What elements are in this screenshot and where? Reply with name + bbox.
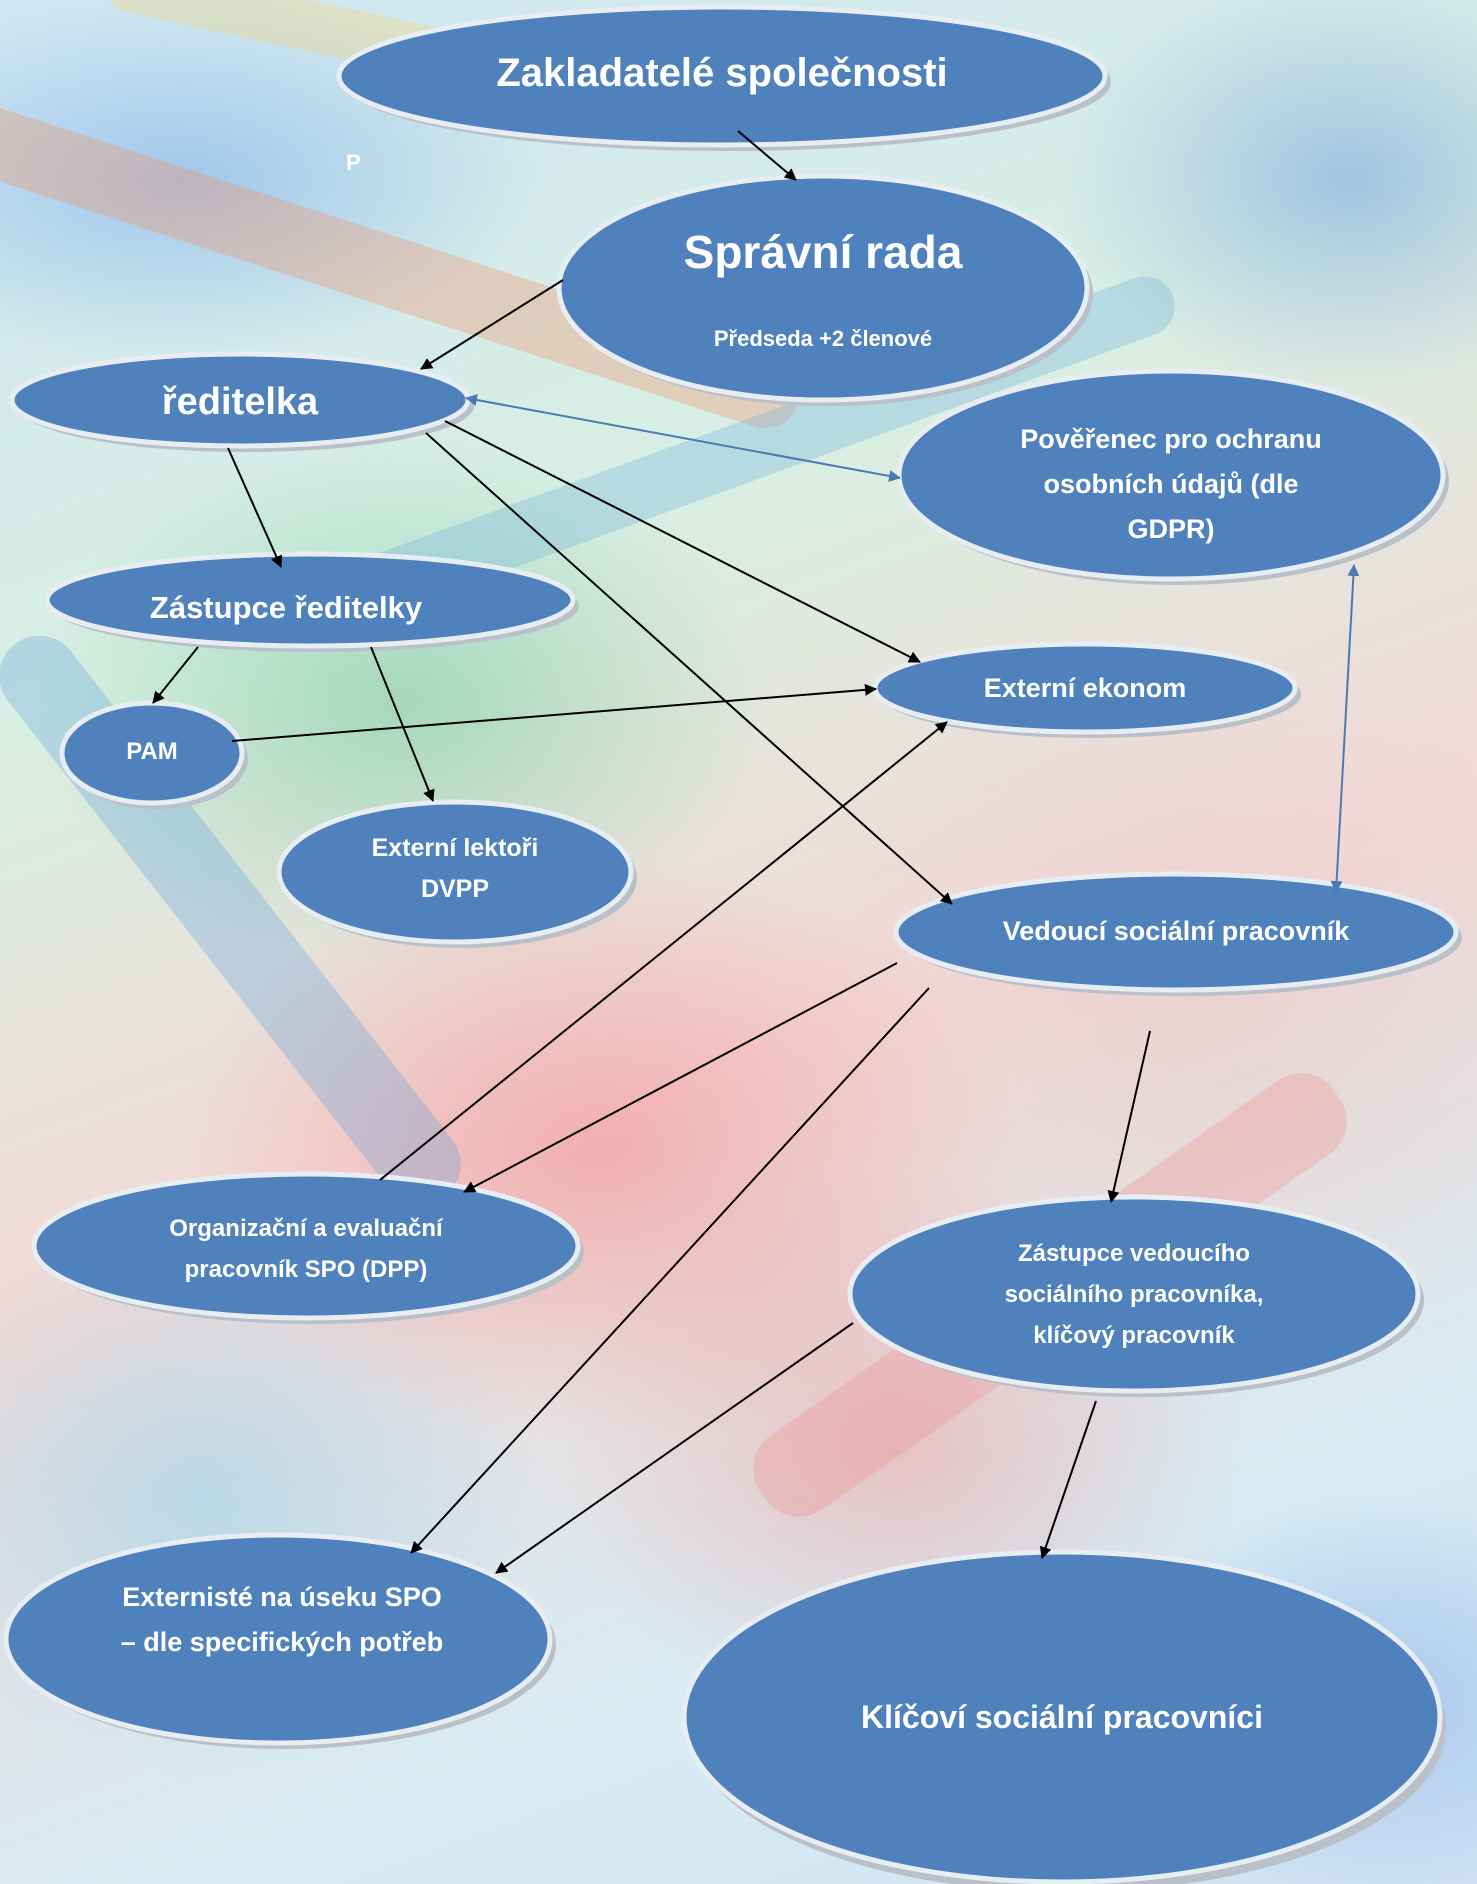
node-reditelka: ředitelka	[9, 351, 474, 452]
arrow-spravni-rada-to-reditelka	[420, 279, 564, 370]
arrow-pam-to-ekonom	[231, 683, 877, 742]
arrow-zastupce-vedouciho-to-externiste	[495, 1322, 854, 1574]
node-externi-ekonom: Externí ekonom	[872, 641, 1301, 738]
node-externi-ekonom-label: Externí ekonom	[984, 673, 1187, 703]
node-organizacni-line1: Organizační a evaluační	[169, 1215, 444, 1242]
node-reditelka-label: ředitelka	[162, 381, 319, 423]
node-poverenec: Pověřenec pro ochranu osobních údajů (dl…	[896, 368, 1449, 585]
node-externi-lektori-line2: DVPP	[421, 875, 489, 903]
arrow-zastupce-to-pam	[152, 646, 199, 704]
node-poverenec-line2: osobních údajů (dle	[1044, 469, 1299, 499]
arrow-reditelka-to-ekonom	[444, 420, 921, 663]
node-zastupce-vedouciho-line3: klíčový pracovník	[1033, 1322, 1235, 1349]
node-klicovi-label: Klíčoví sociální pracovníci	[861, 1699, 1263, 1735]
node-poverenec-line1: Pověřenec pro ochranu	[1020, 424, 1322, 454]
node-klicovi: Klíčoví sociální pracovníci	[681, 1549, 1446, 1884]
arrow-organizacni-to-ekonom	[379, 721, 948, 1181]
arrow-vedouci-to-externiste	[410, 987, 930, 1554]
node-vedouci-sp: Vedoucí sociální pracovník	[893, 871, 1462, 996]
arrow-zastupce-vedouciho-to-klicovi	[1039, 1400, 1097, 1559]
arrow-zastupce-to-lektori	[370, 646, 435, 802]
node-pam: PAM	[59, 700, 248, 809]
node-poverenec-line3: GDPR)	[1128, 514, 1215, 544]
node-externi-lektori: Externí lektoři DVPP	[276, 799, 637, 948]
node-spravni-rada-label: Správní rada	[684, 226, 963, 278]
node-organizacni: Organizační a evaluační pracovník SPO (D…	[31, 1171, 584, 1324]
node-externiste: Externisté na úseku SPO – dle specifický…	[3, 1532, 556, 1749]
node-externiste-line2: – dle specifických potřeb	[121, 1627, 444, 1657]
arrow-vedouci-to-organizacni	[463, 962, 898, 1193]
arrow-poverenec-reditelka	[465, 394, 901, 482]
node-spravni-rada: Správní rada Předseda +2 členové	[556, 173, 1093, 406]
arrow-zakladatele-to-spravni-rada	[737, 130, 797, 181]
arrow-poverenec-vedouci	[1330, 564, 1360, 893]
node-organizacni-line2: pracovník SPO (DPP)	[185, 1256, 428, 1283]
node-zastupce-vedouciho-line2: sociálního pracovníka,	[1005, 1281, 1264, 1308]
node-externiste-line1: Externisté na úseku SPO	[122, 1582, 442, 1612]
node-pam-label: PAM	[126, 738, 178, 765]
node-vedouci-sp-label: Vedoucí sociální pracovník	[1003, 916, 1351, 946]
node-zastupce-reditelky-label: Zástupce ředitelky	[150, 590, 423, 625]
node-spravni-rada-sublabel: Předseda +2 členové	[714, 326, 932, 351]
node-zastupce-vedouciho: Zástupce vedoucího sociálního pracovníka…	[847, 1194, 1424, 1397]
arrow-reditelka-to-vedouci	[425, 432, 953, 905]
arrow-vedouci-to-zastupce-vedouciho	[1107, 1030, 1151, 1203]
arrow-reditelka-to-zastupce	[227, 447, 283, 568]
node-zastupce-reditelky: Zástupce ředitelky	[44, 551, 579, 652]
stray-letter: P	[346, 150, 361, 175]
node-zakladatele-label: Zakladatelé společnosti	[496, 51, 947, 95]
node-zastupce-vedouciho-line1: Zástupce vedoucího	[1018, 1240, 1250, 1267]
node-externi-lektori-line1: Externí lektoři	[372, 834, 539, 862]
node-zakladatele: Zakladatelé společnosti	[336, 4, 1111, 151]
